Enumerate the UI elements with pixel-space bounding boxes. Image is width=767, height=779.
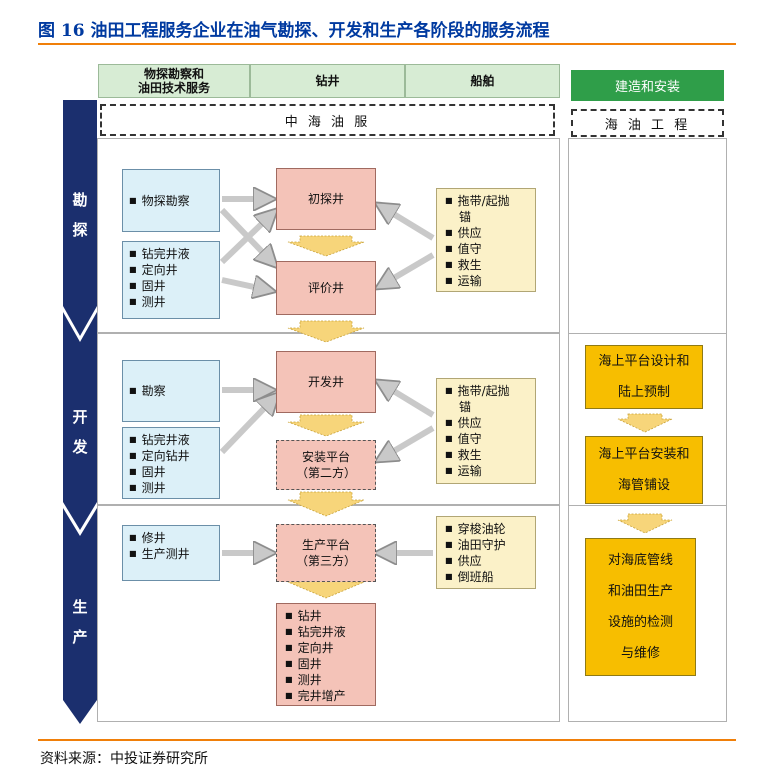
- exploration-drill-service-box: 钻完井液 定向井 固井 测井: [122, 241, 220, 319]
- arrow-drillsvc-to-devwell: [219, 398, 274, 455]
- list-item: 定向井: [129, 262, 213, 278]
- development-drill-service-box: 钻完井液 定向钻井 固井 测井: [122, 427, 220, 499]
- list-item: 拖带/起抛: [445, 193, 527, 209]
- figure-title: 图 16 油田工程服务企业在油气勘探、开发和生产各阶段的服务流程: [38, 21, 550, 41]
- footer-rule: [38, 739, 736, 741]
- list-item: 拖带/起抛: [445, 383, 527, 399]
- build-panel: [568, 138, 727, 722]
- cooec-company-box: 海 油 工 程: [571, 109, 724, 137]
- list-item: 运输: [445, 463, 527, 479]
- column-header-ships: 船舶: [405, 64, 560, 98]
- exploration-geo-service-box: 物探勘察: [122, 169, 220, 232]
- appraisal-well-box: 评价井: [276, 261, 376, 315]
- list-item: 救生: [445, 447, 527, 463]
- development-well-box: 开发井: [276, 351, 376, 413]
- list-item: 救生: [445, 257, 527, 273]
- list-item: 值守: [445, 241, 527, 257]
- list-item: 定向井: [285, 640, 367, 656]
- build-step-platform-install: 海上平台安装和 海管铺设: [585, 436, 703, 504]
- stage-label-development: 开发: [72, 408, 88, 456]
- list-item: 测井: [129, 480, 213, 496]
- list-item: 固井: [129, 278, 213, 294]
- list-item: 供应: [445, 225, 527, 241]
- down-arrow-2: [287, 320, 365, 343]
- initial-exploration-well-box: 初探井: [276, 168, 376, 230]
- list-item: 测井: [285, 672, 367, 688]
- install-platform-box: 安装平台 （第二方）: [276, 440, 376, 490]
- column-header-geo-services: 物探勘察和 油田技术服务: [98, 64, 250, 98]
- down-arrow-1: [287, 235, 365, 257]
- down-arrow-4: [287, 491, 365, 517]
- production-drilling-box: 钻井 钻完井液 定向井 固井 测井 完井增产: [276, 603, 376, 706]
- list-item-continued: 锚: [459, 400, 472, 414]
- list-item: 测井: [129, 294, 213, 310]
- column-header-geo-line1: 物探勘察和: [143, 67, 204, 81]
- list-item: 修井: [129, 530, 213, 546]
- list-item: 供应: [445, 553, 527, 569]
- arrow-ships-to-initial: [382, 207, 435, 241]
- build-panel-divider-1: [568, 333, 727, 334]
- development-ship-service-box: 拖带/起抛 锚 供应 值守 救生 运输: [436, 378, 536, 484]
- title-rule: [38, 43, 736, 45]
- list-item: 物探勘察: [129, 193, 190, 209]
- production-ship-service-box: 穿梭油轮 油田守护 供应 倒班船: [436, 516, 536, 589]
- production-service-box: 修井 生产测井: [122, 525, 220, 581]
- list-item: 定向钻井: [129, 448, 213, 464]
- arrow-drillsvc-to-initial: [219, 214, 272, 265]
- stage-band-exploration: [63, 100, 97, 336]
- build-panel-divider-2: [568, 505, 727, 506]
- production-platform-party: （第三方）: [295, 554, 356, 568]
- arrow-drillsvc-to-appraisal: [221, 280, 268, 290]
- list-item: 供应: [445, 415, 527, 431]
- build-step-inspection-maintenance: 对海底管线 和油田生产 设施的检测 与维修: [585, 538, 696, 676]
- list-item: 钻井: [285, 608, 367, 624]
- list-item: 倒班船: [445, 569, 527, 585]
- list-item: 钻完井液: [285, 624, 367, 640]
- install-platform-party: （第二方）: [295, 466, 356, 480]
- source-note: 资料来源：中投证券研究所: [40, 751, 208, 767]
- production-platform-label: 生产平台: [301, 538, 350, 552]
- column-header-geo-line2: 油田技术服务: [137, 81, 210, 95]
- arrow-ships-to-appraisal: [382, 252, 435, 285]
- list-item: 完井增产: [285, 688, 367, 704]
- list-item: 值守: [445, 431, 527, 447]
- install-platform-label: 安装平台: [301, 450, 350, 464]
- development-survey-box: 勘察: [122, 360, 220, 422]
- down-arrow-3: [287, 414, 365, 437]
- list-item: 钻完井液: [129, 432, 213, 448]
- list-item-continued: 锚: [459, 210, 472, 224]
- list-item: 勘察: [129, 383, 166, 399]
- arrow-ships-to-platform: [382, 425, 435, 458]
- list-item: 生产测井: [129, 546, 213, 562]
- arrow-ships-to-devwell: [382, 384, 435, 418]
- build-step-platform-design: 海上平台设计和 陆上预制: [585, 345, 703, 409]
- down-arrow-build-1: [617, 413, 673, 433]
- exploration-ship-service-box: 拖带/起抛 锚 供应 值守 救生 运输: [436, 188, 536, 292]
- stage-label-exploration: 勘探: [72, 191, 88, 239]
- production-platform-box: 生产平台 （第三方）: [276, 524, 376, 582]
- list-item: 油田守护: [445, 537, 527, 553]
- list-item: 运输: [445, 273, 527, 289]
- cosl-company-box: 中 海 油 服: [100, 104, 555, 136]
- stage-band: [63, 100, 97, 724]
- list-item: 穿梭油轮: [445, 521, 527, 537]
- list-item: 固井: [129, 464, 213, 480]
- stage-label-production: 生产: [72, 598, 88, 646]
- stage-band-production: [63, 508, 97, 724]
- column-header-drilling: 钻井: [250, 64, 405, 98]
- list-item: 钻完井液: [129, 246, 213, 262]
- down-arrow-build-2: [617, 513, 673, 534]
- stage-band-development: [63, 312, 97, 530]
- list-item: 固井: [285, 656, 367, 672]
- column-header-build-install: 建造和安装: [571, 70, 724, 101]
